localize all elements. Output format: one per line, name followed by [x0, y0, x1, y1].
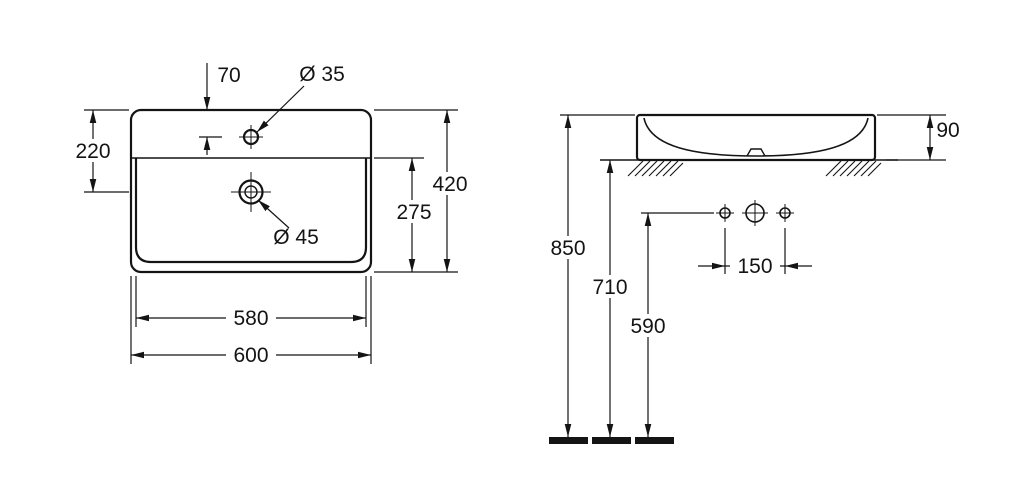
drain-hole [231, 172, 271, 212]
hatch-left [627, 160, 684, 177]
dim-bowl-width: 580 [135, 276, 367, 330]
dim-underside-height: 710 [585, 160, 635, 437]
bowl-profile-curve [643, 117, 869, 157]
dim-label-tap-hole-spacing: 150 [737, 255, 772, 278]
floor-mark [592, 437, 631, 444]
bowl-outline-plan [134, 158, 368, 264]
dim-total-width: 600 [130, 276, 372, 367]
dim-label-tap-hole-diameter: Ø 35 [299, 63, 345, 86]
floor-marks [549, 437, 674, 444]
tap-hole-row [716, 200, 794, 226]
dim-label-drain-offset: 220 [75, 140, 110, 163]
dim-label-tap-hole-offset: 70 [217, 64, 240, 87]
drain-profile-mark [746, 148, 766, 157]
dim-total-depth: 420 [374, 109, 473, 273]
basin-outline-front [635, 113, 877, 162]
dim-bowl-front-depth: 275 [374, 157, 437, 272]
dim-label-drain-diameter: Ø 45 [273, 226, 319, 249]
front-view-dimensions: 90 850 710 590 [543, 114, 960, 437]
tap-hole-right [776, 204, 794, 222]
dim-drain-height: 590 [623, 212, 714, 437]
plan-view-dimensions: 70 Ø 35 220 420 [70, 63, 473, 367]
dim-tap-hole-diameter: Ø 35 [256, 63, 345, 133]
floor-mark [549, 437, 588, 444]
dim-rim-height: 850 [543, 114, 635, 437]
dim-basin-height: 90 [877, 114, 960, 161]
dim-label-bowl-width: 580 [233, 307, 268, 330]
tap-hole [239, 125, 263, 149]
dim-tap-hole-offset: 70 [199, 63, 241, 155]
basin-outline-plan [129, 108, 373, 274]
dim-drain-diameter: Ø 45 [257, 199, 319, 249]
dim-label-drain-height: 590 [630, 315, 665, 338]
dim-tap-hole-spacing: 150 [698, 228, 812, 278]
dim-label-basin-height: 90 [936, 119, 959, 142]
hatch-right [825, 160, 882, 177]
dim-label-rim-height: 850 [550, 237, 585, 260]
dim-label-bowl-front-depth: 275 [396, 201, 431, 224]
tap-hole-center [742, 200, 768, 226]
tap-hole-left [716, 204, 734, 222]
plan-view [129, 108, 373, 274]
front-view [549, 113, 898, 444]
floor-mark [635, 437, 674, 444]
dim-label-total-width: 600 [233, 344, 268, 367]
dim-label-total-depth: 420 [432, 173, 467, 196]
dim-label-underside-height: 710 [592, 276, 627, 299]
dim-drain-offset: 220 [70, 109, 129, 193]
